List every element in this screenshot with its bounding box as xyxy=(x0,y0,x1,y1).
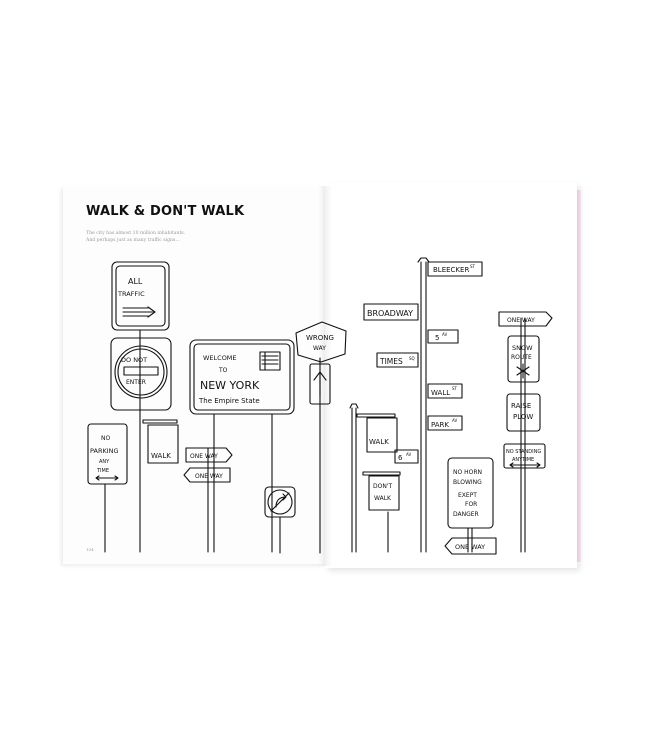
no-parking-text: NO xyxy=(101,435,110,442)
far-right-pole xyxy=(520,317,526,553)
times-sq-sign: TIMES SQ xyxy=(376,352,419,368)
one-way-text: ONE WAY xyxy=(195,473,223,480)
wall-st-sign: WALL ST xyxy=(427,383,463,399)
street-suffix: AV xyxy=(442,332,447,337)
park-av-text: PARK xyxy=(431,421,449,429)
street-suffix: ST xyxy=(452,386,458,391)
welcome-text: WELCOME xyxy=(203,354,237,362)
dont-walk-signal: DON'T WALK xyxy=(362,471,401,553)
no-parking-sign: NO PARKING ANY TIME xyxy=(87,423,128,553)
all-traffic-text: TRAFFIC xyxy=(117,290,145,298)
walk-text: WALK xyxy=(374,495,392,502)
no-horn-text: NO HORN xyxy=(453,469,482,476)
snow-route-sign: SNOW ROUTE xyxy=(507,335,540,383)
enter-text: ENTER xyxy=(126,379,146,386)
intro-text: The city has almost 10 million inhabitan… xyxy=(86,230,286,244)
raise-plow-sign: RAISE PLOW xyxy=(506,393,541,432)
one-way-text: ONE WAY xyxy=(455,543,485,551)
right-page xyxy=(325,183,577,568)
no-parking-text: ANY xyxy=(99,459,110,465)
all-traffic-text: ALL xyxy=(128,277,143,286)
park-av-sign: PARK AV xyxy=(427,415,463,431)
welcome-sign: WELCOME TO NEW YORK The Empire State xyxy=(189,339,295,553)
no-turn-sign xyxy=(264,486,296,554)
one-way-sign-right: ONE WAY xyxy=(498,311,553,327)
page-edge xyxy=(577,190,581,562)
all-traffic-sign: ALL TRAFFIC xyxy=(111,261,170,553)
no-horn-text: FOR xyxy=(465,501,477,508)
broadway-sign: BROADWAY xyxy=(363,303,419,321)
walk-text: WALK xyxy=(369,438,389,446)
no-parking-text: PARKING xyxy=(90,447,119,455)
do-not-text: DO NOT xyxy=(121,356,147,364)
page-title: WALK & DON'T WALK xyxy=(86,204,245,219)
no-horn-sign: NO HORN BLOWING EXEPT FOR DANGER xyxy=(447,457,494,553)
snow-route-text: SNOW xyxy=(512,344,533,352)
intro-line: And perhaps just as many traffic signs..… xyxy=(86,238,180,243)
bleecker-text: BLEECKER xyxy=(433,266,469,274)
no-standing-sign: NO STANDING ANYTIME xyxy=(503,443,546,469)
welcome-to-text: TO xyxy=(218,367,228,374)
one-way-sign-bottom: ONE WAY xyxy=(444,537,497,555)
no-horn-text: DANGER xyxy=(453,511,479,518)
street-suffix: ST xyxy=(470,264,476,269)
no-horn-text: EXEPT xyxy=(458,492,477,499)
no-standing-text: NO STANDING xyxy=(506,449,541,455)
one-way-text: ONE WAY xyxy=(507,317,535,324)
intro-line: The city has almost 10 million inhabitan… xyxy=(86,231,186,236)
bleecker-st-sign: BLEECKER ST xyxy=(427,261,483,277)
one-way-text: ONE WAY xyxy=(190,453,218,460)
wrong-way-sign: WRONG WAY xyxy=(295,321,347,554)
street-suffix: AV xyxy=(406,452,411,457)
street-name-pole xyxy=(417,257,430,553)
walk-signal-left: WALK xyxy=(142,419,179,464)
one-way-signs-left: ONE WAY ONE WAY xyxy=(183,447,233,553)
fifth-av-sign: 5 AV xyxy=(427,329,459,344)
wall-st-text: WALL xyxy=(431,389,450,397)
book-gutter xyxy=(318,186,332,566)
snow-route-text: ROUTE xyxy=(511,354,532,361)
broadway-text: BROADWAY xyxy=(367,309,413,318)
street-suffix: AV xyxy=(452,418,457,423)
no-standing-text: ANYTIME xyxy=(512,457,534,463)
sixth-av-text: 6 xyxy=(398,454,403,462)
page-number: 104 xyxy=(86,547,94,552)
no-parking-text: TIME xyxy=(96,468,109,474)
new-york-text: NEW YORK xyxy=(200,379,260,392)
walk-text: WALK xyxy=(151,452,171,460)
sixth-av-sign: 6 AV xyxy=(394,449,419,464)
way-text: WAY xyxy=(313,345,326,352)
fifth-av-text: 5 xyxy=(435,334,439,342)
raise-plow-text: PLOW xyxy=(513,413,533,421)
wrong-text: WRONG xyxy=(306,334,334,342)
dont-text: DON'T xyxy=(373,483,392,490)
walk-signal-right: WALK xyxy=(349,403,398,553)
empire-state-text: The Empire State xyxy=(198,397,260,405)
street-suffix: SQ xyxy=(409,356,415,361)
times-sq-text: TIMES xyxy=(379,357,403,366)
do-not-enter-sign: DO NOT ENTER xyxy=(110,337,172,411)
no-horn-text: BLOWING xyxy=(453,479,482,486)
raise-plow-text: RAISE xyxy=(511,402,531,410)
